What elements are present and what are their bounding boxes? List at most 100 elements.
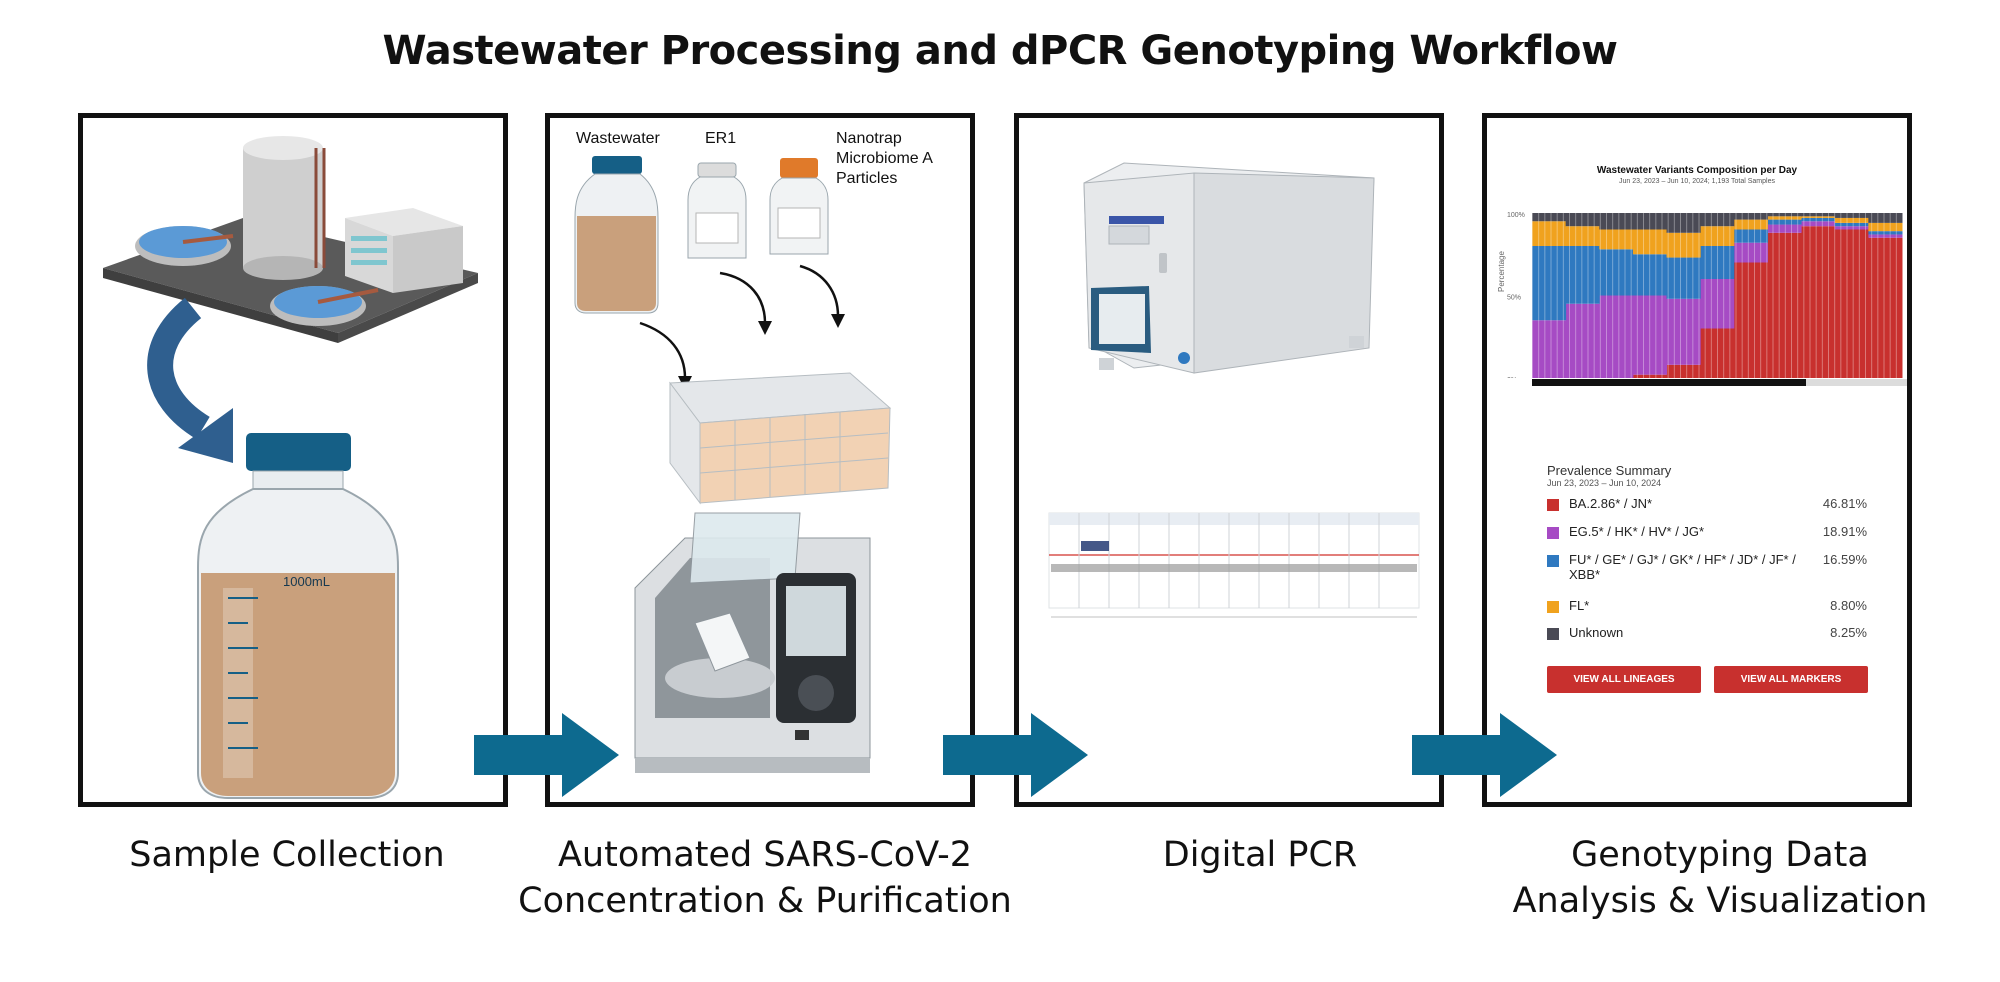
chart-area-segment [1868, 234, 1903, 238]
reagent-label-er1: ER1 [705, 130, 737, 147]
chart-area-segment [1599, 229, 1634, 250]
chart-gap-line [1865, 213, 1866, 378]
panel-digital-pcr [1014, 113, 1444, 807]
prevalence-row: EG.5* / HK* / HV* / JG*18.91% [1547, 524, 1867, 546]
chart-gap-line [1680, 213, 1681, 378]
chart-gap-line [1575, 213, 1577, 378]
prevalence-title: Prevalence Summary [1547, 463, 1672, 478]
chart-gap-line [1723, 213, 1725, 378]
chart-gap-line [1649, 213, 1651, 378]
chart-gap-line [1630, 213, 1632, 378]
chart-gap-line [1550, 213, 1552, 378]
dpcr-instrument-illustration [1083, 162, 1375, 374]
prevalence-swatch [1547, 601, 1559, 613]
panel-analysis-visualization: Wastewater Variants Composition per Day … [1482, 113, 1912, 807]
chart-gap-line [1735, 213, 1737, 378]
prevalence-swatch [1547, 628, 1559, 640]
chart-area-segment [1666, 257, 1701, 299]
chart-gap-line [1852, 213, 1854, 378]
chart-gap-line [1636, 213, 1638, 378]
chart-gap-line [1686, 213, 1688, 378]
chart-gap-line [1840, 213, 1842, 378]
chart-area-segment [1801, 216, 1836, 218]
chart-area-segment [1834, 213, 1869, 218]
flow-arrow-2 [943, 713, 1088, 797]
caption-analysis: Genotyping Data Analysis & Visualization [1460, 832, 1980, 924]
chart-gap-line [1821, 213, 1823, 378]
chart-area-segment [1632, 374, 1668, 378]
prevalence-row: FU* / GE* / GJ* / GK* / HF* / JD* / JF* … [1547, 552, 1867, 582]
flow-arrow-3 [1412, 713, 1557, 797]
chart-gap-line [1871, 213, 1873, 378]
prevalence-lineage-name: Unknown [1569, 625, 1624, 640]
chart-area-segment [1700, 279, 1735, 329]
chart-area-segment [1733, 242, 1768, 263]
chart-gap-line [1834, 213, 1836, 378]
sample-bottle [197, 433, 399, 799]
chart-gap-line [1883, 213, 1885, 378]
dpcr-amplitude-plot [1048, 512, 1420, 618]
chart-area-segment [1565, 226, 1600, 246]
chart-area-segment [1767, 232, 1802, 378]
chart-gap-line [1692, 213, 1694, 378]
chart-area-segment [1599, 249, 1634, 296]
chart-gap-line [1747, 213, 1749, 378]
caption-concentration-line1: Automated SARS-CoV-2 [557, 835, 973, 875]
chart-area-segment [1801, 226, 1836, 378]
prevalence-percent: 8.80% [1830, 598, 1867, 613]
prevalence-date-range: Jun 23, 2023 – Jun 10, 2024 [1547, 478, 1662, 488]
chart-gap-line [1889, 213, 1891, 378]
chart-area-segment [1801, 213, 1836, 217]
reagent-label-nanotrap: Nanotrap [836, 130, 902, 147]
chart-area-segment [1565, 213, 1600, 227]
chart-area-segment [1700, 226, 1735, 246]
chart-area-segment [1532, 213, 1567, 222]
chart-area-segment [1767, 216, 1802, 220]
chart-area-segment [1565, 246, 1600, 304]
chart-gap-line [1655, 213, 1657, 378]
chart-area-segment [1532, 320, 1567, 378]
prevalence-swatch [1547, 555, 1559, 567]
chart-area-segment [1767, 213, 1802, 217]
chart-area-segment [1532, 246, 1567, 321]
chart-area-segment [1733, 219, 1768, 230]
chart-ytick-label: 100% [1507, 212, 1525, 219]
view-all-lineages-button[interactable]: VIEW ALL LINEAGES [1547, 666, 1701, 693]
chart-area-segment [1700, 246, 1735, 279]
reagent-label-particles: Particles [836, 170, 898, 187]
chart-gap-line [1532, 213, 1533, 378]
prevalence-lineage-name: FL* [1569, 598, 1590, 613]
view-all-markers-button[interactable]: VIEW ALL MARKERS [1714, 666, 1868, 693]
chart-gap-line [1538, 213, 1540, 378]
chart-gap-line [1803, 213, 1805, 378]
chart-gap-line [1612, 213, 1614, 378]
chart-gap-line [1741, 213, 1743, 378]
chart-area-segment [1599, 295, 1634, 378]
prevalence-lineage-name: FU* / GE* / GJ* / GK* / HF* / JD* / JF* … [1569, 552, 1796, 582]
prevalence-swatch [1547, 527, 1559, 539]
chart-gap-line [1815, 213, 1817, 378]
chart-area-segment [1632, 295, 1668, 375]
chart-gap-line [1562, 213, 1564, 378]
panel-sample-collection: 1000mL [78, 113, 508, 807]
chart-ytick-label: 0% [1507, 377, 1517, 378]
chart-ylabel: Percentage [1497, 251, 1506, 292]
chart-range-slider[interactable] [1532, 379, 1907, 386]
chart-gap-line [1778, 213, 1780, 378]
chart-gap-line [1766, 213, 1768, 378]
chart-area-segment [1834, 217, 1869, 223]
chart-area-segment [1666, 298, 1701, 365]
chart-area-segment [1868, 213, 1903, 223]
caption-digital-pcr-text: Digital PCR [1162, 835, 1358, 875]
chart-area-segment [1700, 213, 1735, 227]
chart-area-segment [1801, 217, 1836, 222]
chart-gap-line [1667, 213, 1669, 378]
variant-composition-chart: Percentage 100%50%0% JulAugSepOctNovDecJ… [1497, 212, 1903, 378]
chart-gap-line [1581, 213, 1583, 378]
chart-area-segment [1632, 229, 1668, 255]
chart-area-segment [1632, 213, 1668, 230]
chart-area-segment [1767, 219, 1802, 225]
chart-area-segment [1666, 232, 1701, 258]
chart-area-segment [1700, 328, 1735, 378]
